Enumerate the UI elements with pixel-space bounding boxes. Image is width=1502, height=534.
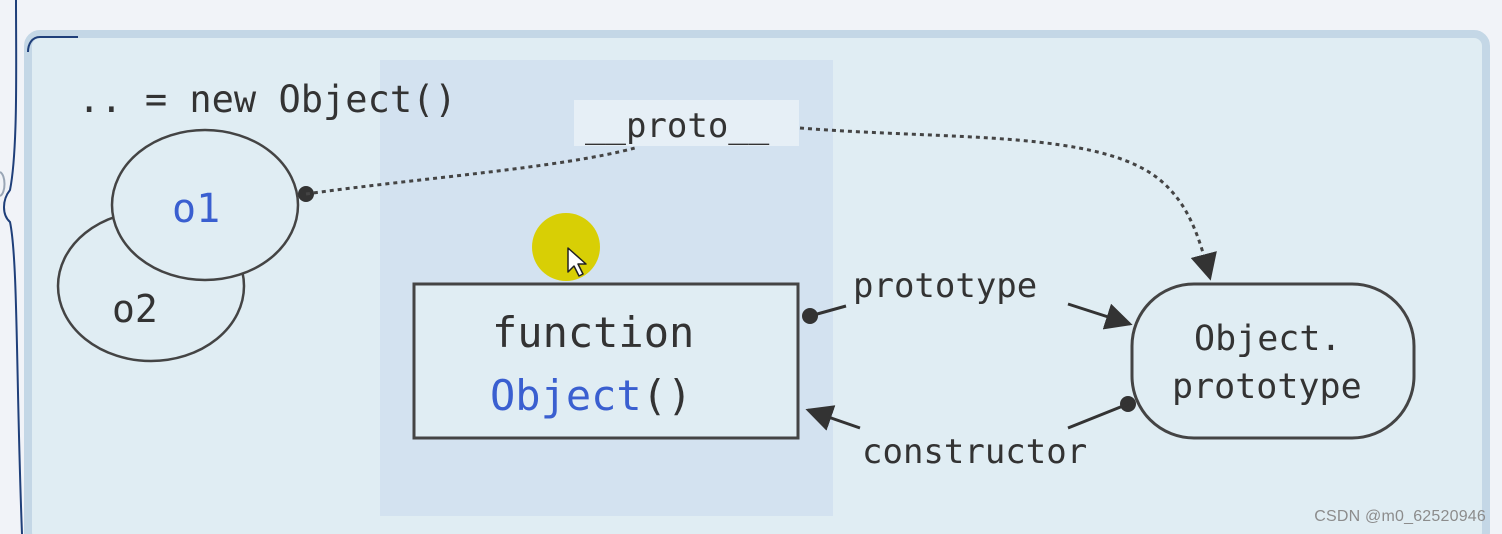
o1-ellipse [110,128,300,282]
prototype-arrow-left [809,304,847,318]
mouse-cursor-icon [567,247,587,277]
panel-corner-accent [27,36,78,53]
constructor-arrow-left [805,405,861,431]
watermark-text: CSDN @m0_62520946 [1314,508,1486,525]
proto-label: __proto__ [585,106,770,146]
constructor-label: constructor [862,432,1087,472]
object-prototype-box [1130,282,1416,440]
function-name-line: Object() [490,371,692,420]
o1-label: o1 [172,186,220,232]
proto-link-left [305,146,636,196]
function-keyword: function [492,308,694,357]
prototype-label: prototype [853,266,1037,306]
function-object-box [412,282,800,440]
object-prototype-line1: Object. [1194,319,1342,359]
left-bracket [3,0,23,534]
prototype-arrow-right [1067,302,1133,330]
proto-link-right [799,126,1217,281]
cursor-highlight [532,213,600,281]
object-prototype-line2: prototype [1172,367,1362,407]
code-line: .. = new Object() [78,78,457,121]
function-parens: () [642,371,693,420]
proto-label-bg [574,100,799,146]
constructor-arrow-right [1067,402,1129,430]
bracket-knob [0,171,6,197]
function-name: Object [490,371,642,420]
o2-label: o2 [112,287,158,331]
